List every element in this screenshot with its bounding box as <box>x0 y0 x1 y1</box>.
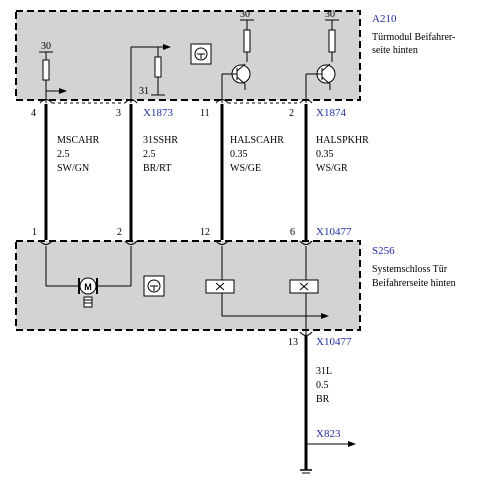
pin-bottom-2: 2 <box>117 227 122 238</box>
connector-x1874: X1874 <box>316 107 346 119</box>
switch-circuit <box>205 246 329 336</box>
pin-top-4: 2 <box>289 108 294 119</box>
control-unit-icon <box>190 43 212 65</box>
module-s256-id: S256 <box>372 245 395 257</box>
wire-1-color: SW/GN <box>57 163 89 174</box>
pin-ground: 13 <box>288 337 298 348</box>
switch-block <box>130 44 171 103</box>
ground-wire-color: BR <box>316 394 330 405</box>
wire-2-name: 31SSHR <box>143 135 178 146</box>
ground-connector <box>299 331 313 336</box>
ground-arrow <box>300 441 356 474</box>
pin-bottom-3: 12 <box>200 227 210 238</box>
ground-label: 31 <box>139 86 149 97</box>
module-s256-name-2: Beifahrerseite hinten <box>372 278 456 289</box>
wire-2-gauge: 2.5 <box>143 149 156 160</box>
motor-letter: M <box>84 282 92 292</box>
ground-wire-gauge: 0.5 <box>316 380 329 391</box>
supply-label-right: 30 <box>325 9 335 20</box>
supply-left <box>39 51 67 103</box>
wire-1-name: MSCAHR <box>57 135 100 146</box>
wire-4-gauge: 0.35 <box>316 149 334 160</box>
pin-bottom-1: 1 <box>32 227 37 238</box>
pin-bottom-4: 6 <box>290 227 295 238</box>
wire-3-gauge: 0.35 <box>230 149 248 160</box>
connector-x823: X823 <box>316 428 341 440</box>
motor-circuit <box>45 246 132 308</box>
wire-4-name: HALSPKHR <box>316 135 369 146</box>
module-a210-name-1: Türmodul Beifahrer- <box>372 32 455 43</box>
wire-bundle <box>44 104 308 240</box>
connector-x1873: X1873 <box>143 107 173 119</box>
connector-x10477-bottom: X10477 <box>316 336 352 348</box>
connector-x10477-top: X10477 <box>316 226 352 238</box>
wire-2-color: BR/RT <box>143 163 171 174</box>
wire-3-name: HALSCAHR <box>230 135 284 146</box>
wire-1-gauge: 2.5 <box>57 149 70 160</box>
connector-bottom-row <box>39 240 313 245</box>
module-a210-name-2: seite hinten <box>372 45 418 56</box>
wire-4-color: WS/GR <box>316 163 348 174</box>
pin-top-3: 11 <box>200 108 210 119</box>
wire-3-color: WS/GE <box>230 163 261 174</box>
control-unit-icon-2 <box>143 275 165 297</box>
transistor-1 <box>221 19 254 103</box>
supply-label-mid: 30 <box>240 9 250 20</box>
supply-label-left: 30 <box>41 41 51 52</box>
connector-top-row <box>39 99 313 104</box>
pin-top-2: 3 <box>116 108 121 119</box>
transistor-2 <box>305 19 339 103</box>
module-a210-id: A210 <box>372 13 397 25</box>
pin-top-1: 4 <box>31 108 36 119</box>
module-s256-name-1: Systemschloss Tür <box>372 264 448 275</box>
ground-wire-name: 31L <box>316 366 332 377</box>
module-a210 <box>15 10 361 101</box>
module-a210-box <box>15 10 361 101</box>
